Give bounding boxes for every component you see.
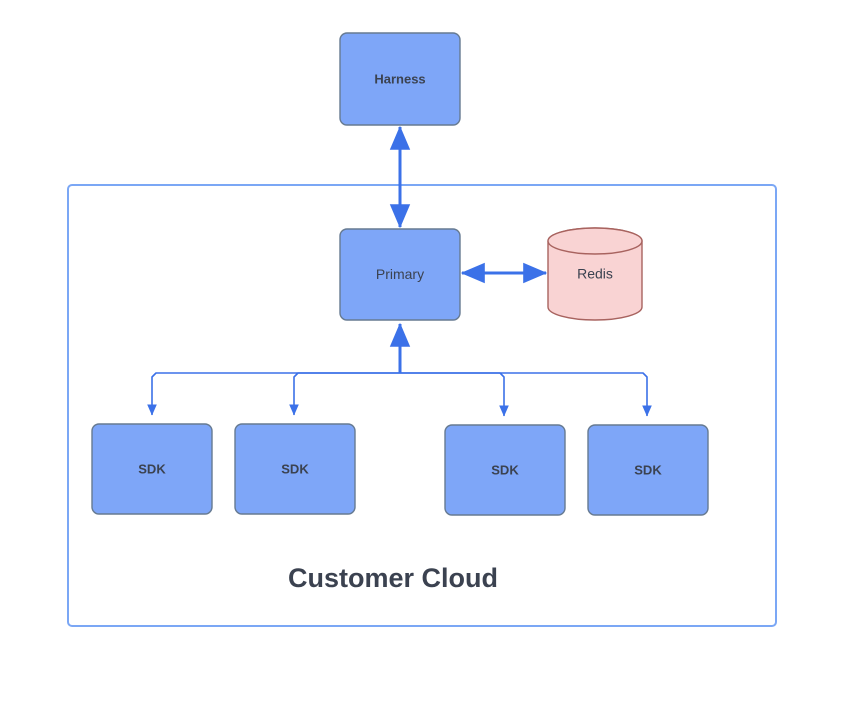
node-label-sdk-1: SDK [138, 461, 166, 476]
node-label-primary: Primary [376, 266, 424, 282]
node-box [587, 424, 709, 516]
node-sdk-4[interactable]: SDK [587, 424, 709, 516]
node-label-sdk-4: SDK [634, 462, 662, 477]
edges-layer [147, 125, 652, 417]
customer-cloud-frame [67, 184, 777, 627]
node-label-sdk-2: SDK [281, 461, 309, 476]
edge-sdk2-primary [289, 372, 400, 416]
node-box [234, 423, 356, 515]
node-sdk-1[interactable]: SDK [91, 423, 213, 515]
customer-cloud-title: Customer Cloud [288, 563, 498, 593]
node-box [339, 228, 461, 321]
node-box [444, 424, 566, 516]
cylinder-top-ellipse [547, 227, 643, 255]
edge-sdk4-primary [400, 372, 652, 417]
node-sdk-2[interactable]: SDK [234, 423, 356, 515]
node-label-redis: Redis [577, 266, 613, 282]
node-box [91, 423, 213, 515]
node-harness[interactable]: Harness [339, 32, 461, 126]
node-redis[interactable]: Redis [547, 227, 643, 321]
node-sdk-3[interactable]: SDK [444, 424, 566, 516]
node-box [339, 32, 461, 126]
node-primary[interactable]: Primary [339, 228, 461, 321]
node-label-harness: Harness [374, 71, 425, 86]
node-label-sdk-3: SDK [491, 462, 519, 477]
edge-sdk1-primary [147, 372, 400, 416]
edge-sdk3-primary [400, 372, 509, 417]
